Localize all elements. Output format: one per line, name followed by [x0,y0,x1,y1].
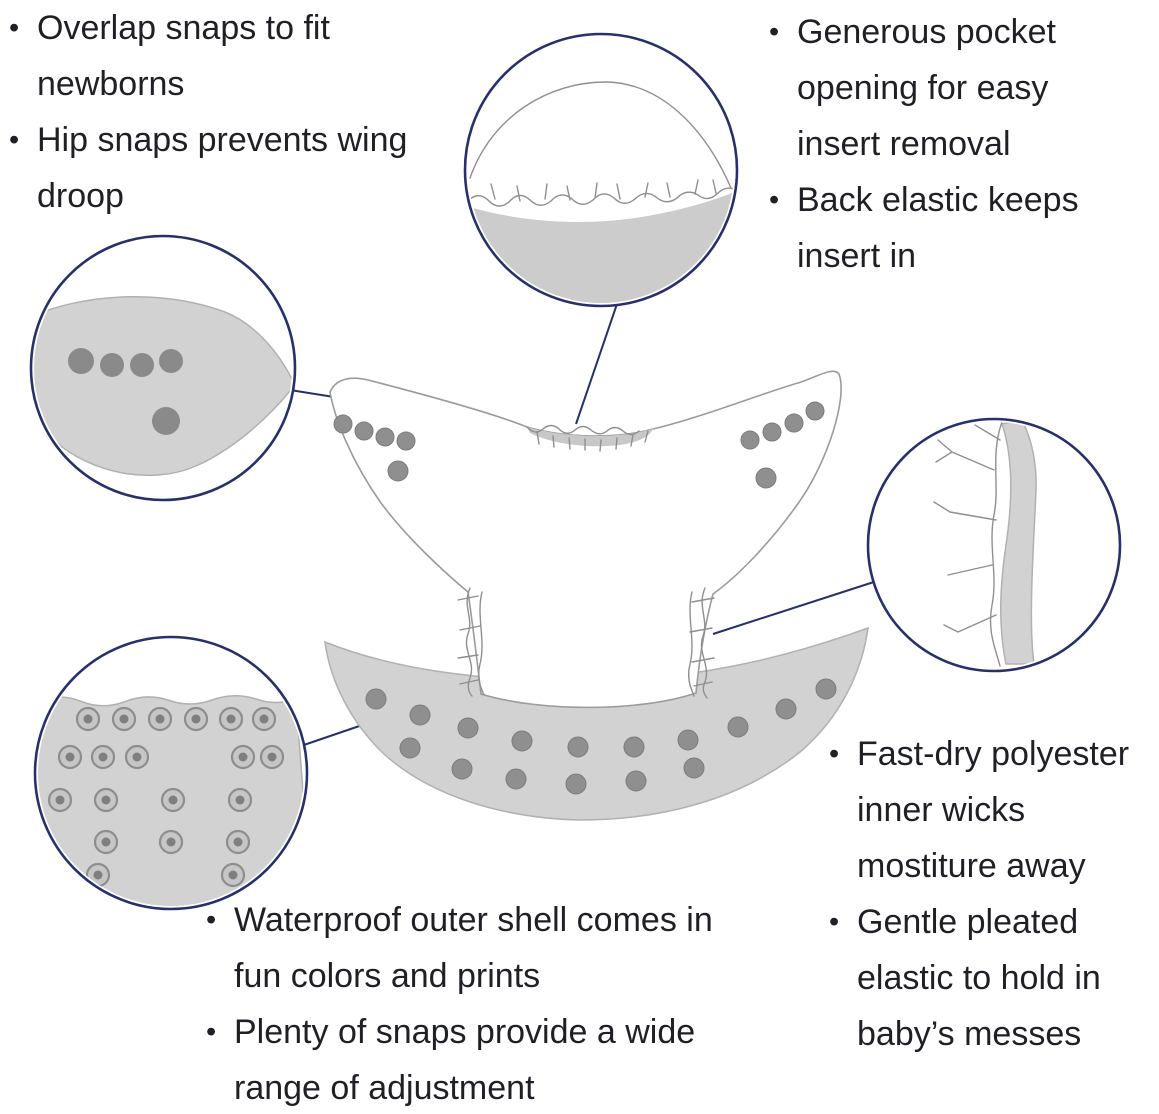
note-line: baby’s messes [857,1015,1082,1053]
note-line: opening for easy [797,69,1049,107]
note-line: insert removal [797,125,1011,163]
snap [565,773,587,795]
snap [727,716,749,738]
right-leg-elastic-ruffle [687,587,715,699]
snap [762,422,782,442]
snap [152,407,180,435]
snap [159,349,183,373]
bullet-item: • Gentle pleated elastic to hold in baby… [828,894,1129,1062]
bullet-glyph: • [9,124,20,156]
bullet-glyph: • [9,12,20,44]
snap [784,413,804,433]
snap [623,736,645,758]
bullet-item: • Generous pocket opening for easy inser… [768,4,1079,172]
note-line: Overlap snaps to fit [37,9,330,47]
bullet-item: • Waterproof outer shell comes in fun co… [205,892,713,1004]
callout-circle [866,417,1122,673]
bullet-item: • Fast-dry polyester inner wicks mostitu… [828,726,1129,894]
snap [399,737,421,759]
note-line: range of adjustment [234,1069,535,1107]
callout-pleated-elastic [866,417,1122,673]
snap [451,758,473,780]
right-wing-snaps [740,401,825,489]
snap [625,770,647,792]
bullet-glyph: • [829,738,840,770]
note-line: elastic to hold in [857,959,1101,997]
note-line: fun colors and prints [234,957,541,995]
note-line: inner wicks [857,791,1026,829]
diaper-illustration [324,370,869,821]
snap [354,421,374,441]
snap [333,414,353,434]
note-line: Back elastic keeps [797,181,1079,219]
connector-line-elastic [712,579,881,635]
bullet-glyph: • [769,16,780,48]
bullet-item: • Hip snaps prevents wing droop [8,112,407,224]
snap [100,353,124,377]
callout-pocket-opening [463,32,739,308]
snap [68,348,94,374]
callout-front-snaps [33,635,309,911]
snap [457,717,479,739]
connector-line-pocket [575,300,619,425]
callout-wing-snaps [29,234,297,502]
snap [740,430,760,450]
bullet-glyph: • [829,906,840,938]
bullet-glyph: • [769,184,780,216]
snap [775,698,797,720]
snap [677,729,699,751]
bullet-item: • Plenty of snaps provide a wide range o… [205,1004,713,1114]
note-bottom: • Waterproof outer shell comes in fun co… [205,892,713,1114]
front-panel-snaps-detail [38,695,304,906]
note-top-right: • Generous pocket opening for easy inser… [768,4,1079,284]
snap [805,401,825,421]
snap [130,353,154,377]
snap [815,678,837,700]
snap [375,427,395,447]
note-line: droop [37,177,124,215]
bullet-glyph: • [206,1016,217,1048]
pocket-opening-detail [468,81,734,303]
left-leg-elastic-ruffle [457,587,485,697]
note-line: newborns [37,65,185,103]
note-line: Generous pocket [797,13,1056,51]
connector-line-wing [289,389,335,398]
snap [755,467,777,489]
diaper-shell [329,370,842,709]
snap [387,460,409,482]
bullet-item: • Overlap snaps to fit newborns [8,0,407,112]
snap [505,768,527,790]
note-line: Hip snaps prevents wing [37,121,408,159]
detail-snaps [47,706,285,888]
left-wing-snaps [333,414,416,482]
bullet-glyph: • [206,904,217,936]
note-line: Gentle pleated [857,903,1079,941]
snap [511,730,533,752]
snap [567,736,589,758]
note-line: Waterproof outer shell comes in [234,901,713,939]
snap [683,757,705,779]
note-line: Plenty of snaps provide a wide [234,1013,696,1051]
snap [409,704,431,726]
note-line: mostiture away [857,847,1086,885]
note-right: • Fast-dry polyester inner wicks mostitu… [828,726,1129,1062]
note-line: Fast-dry polyester [857,735,1130,773]
snap [365,688,387,710]
snap [396,431,416,451]
back-elastic-ruffle [526,424,653,452]
bullet-item: • Back elastic keeps insert in [768,172,1079,284]
front-panel-snaps [365,678,837,795]
wing-snaps-detail [34,296,292,477]
note-top-left: • Overlap snaps to fit newborns • Hip sn… [8,0,407,224]
note-line: insert in [797,237,917,275]
